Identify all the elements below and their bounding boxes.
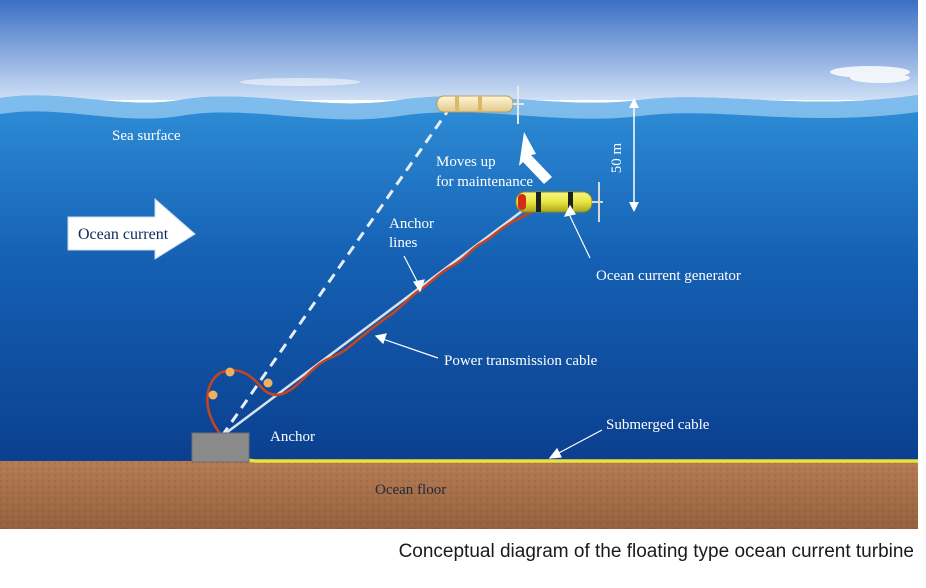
anchor-lines-label-line2: lines: [389, 235, 417, 251]
power-cable-label: Power transmission cable: [444, 353, 598, 369]
ocean-floor-label: Ocean floor: [375, 482, 446, 498]
cable-float: [225, 367, 235, 377]
cable-float: [208, 390, 218, 400]
figure-caption: Conceptual diagram of the floating type …: [398, 541, 914, 562]
ocean-current-generator: [515, 182, 603, 222]
cable-float: [263, 378, 273, 388]
anchor-block: [191, 432, 250, 463]
ocean-current-arrow: [67, 197, 196, 260]
sea-water: [0, 95, 918, 462]
leader-lines: [374, 204, 603, 459]
anchor-label: Anchor: [270, 429, 315, 445]
moves-up-arrow: [519, 132, 552, 184]
submerged-cable-label: Submerged cable: [606, 417, 710, 433]
anchor-line-dashed: [220, 111, 449, 437]
sky: [0, 0, 918, 100]
power-transmission-cable: [206, 203, 546, 437]
clouds: [240, 66, 910, 86]
moves-up-label-line1: Moves up: [436, 154, 496, 170]
anchor-lines-label-line1: Anchor: [389, 216, 434, 232]
depth-indicator: [629, 98, 639, 212]
depth-label: 50 m: [609, 142, 625, 173]
sea-surface-label: Sea surface: [112, 128, 181, 144]
ocean-current-label: Ocean current: [78, 226, 169, 243]
surface-turbine: [436, 86, 524, 124]
moves-up-label-line2: for maintenance: [436, 174, 533, 190]
ocean-floor-texture: [0, 461, 918, 529]
generator-label: Ocean current generator: [596, 268, 741, 284]
